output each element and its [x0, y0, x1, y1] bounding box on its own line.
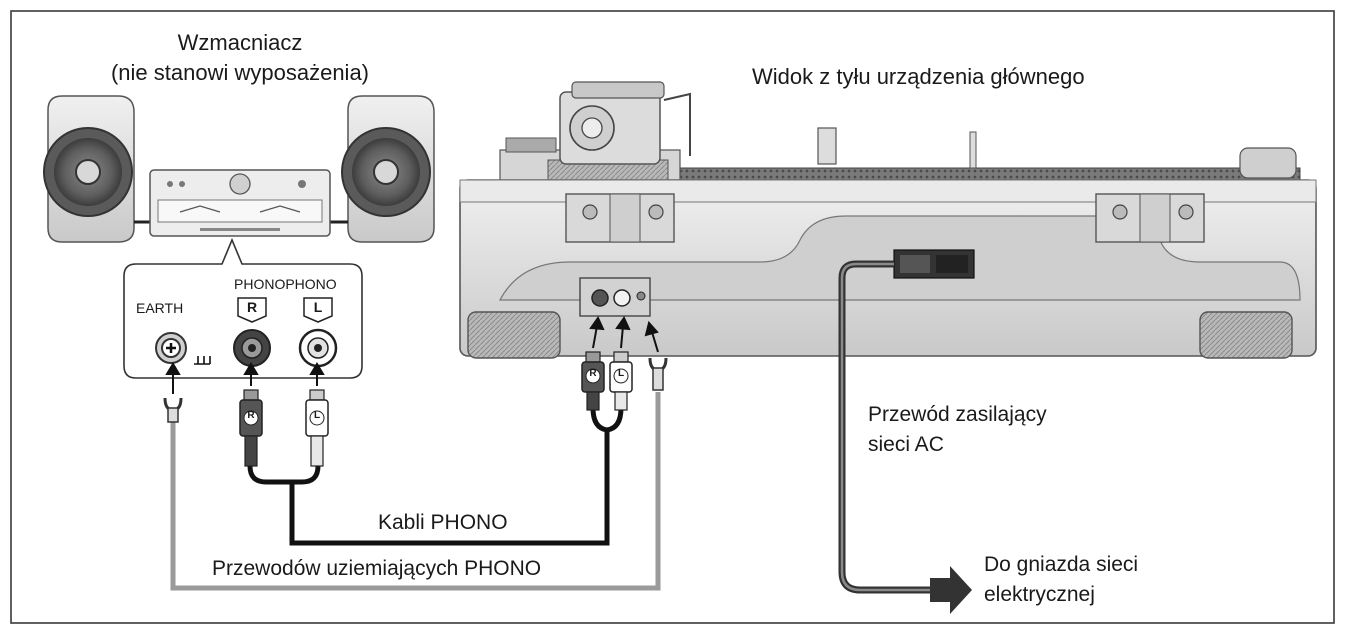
amplifier-unit — [149, 169, 331, 237]
amplifier-jack-panel — [123, 237, 363, 379]
outlet-label: Do gniazda sieci elektrycznej — [984, 550, 1138, 610]
amplifier-title-line1: Wzmacniacz — [177, 30, 303, 55]
speaker-left — [43, 95, 135, 243]
amplifier-title: Wzmacniacz (nie stanowi wyposażenia) — [60, 28, 420, 88]
phono-cable-label: Kabli PHONO — [378, 511, 508, 534]
diagram-frame — [10, 10, 1335, 624]
turntable-unit — [459, 81, 1317, 359]
outlet-label-line1: Do gniazda sieci — [984, 553, 1139, 576]
connection-arrows — [165, 315, 659, 394]
rca-plug-r-turntable — [581, 351, 605, 411]
outlet-label-line2: elektrycznej — [984, 583, 1095, 606]
rca-plug-l-turntable — [609, 351, 633, 411]
plug-l-turntable-label: L — [617, 368, 625, 379]
rca-plug-l-amp — [305, 389, 329, 467]
plug-r-turntable-label: R — [589, 368, 597, 379]
plug-r-amp-label: R — [247, 410, 255, 421]
power-cable-label-line1: Przewód zasilający — [868, 403, 1047, 426]
earth-terminal-label: EARTH — [136, 300, 184, 316]
speaker-right — [341, 95, 435, 243]
power-cable-label: Przewód zasilający sieci AC — [868, 400, 1047, 460]
ground-symbol-icon — [194, 356, 211, 365]
earth-cable-line — [170, 392, 661, 591]
power-cable-label-line2: sieci AC — [868, 433, 944, 456]
earth-spade-plug-turntable — [648, 357, 668, 391]
amp-l-tag: L — [313, 299, 323, 315]
phono-cable-line — [247, 430, 610, 546]
earth-spade-plug-amp — [163, 397, 183, 423]
amp-r-tag: R — [246, 299, 258, 315]
amplifier-title-line2: (nie stanowi wyposażenia) — [110, 60, 370, 85]
turntable-title: Widok z tyłu urządzenia głównego — [752, 64, 1085, 89]
outlet-arrow-icon — [930, 566, 972, 614]
rca-plug-r-amp — [239, 389, 263, 467]
phono-terminal-label: PHONOPHONO — [234, 276, 337, 292]
earth-cable-label: Przewodów uziemiających PHONO — [212, 557, 542, 580]
plug-l-amp-label: L — [313, 410, 321, 421]
